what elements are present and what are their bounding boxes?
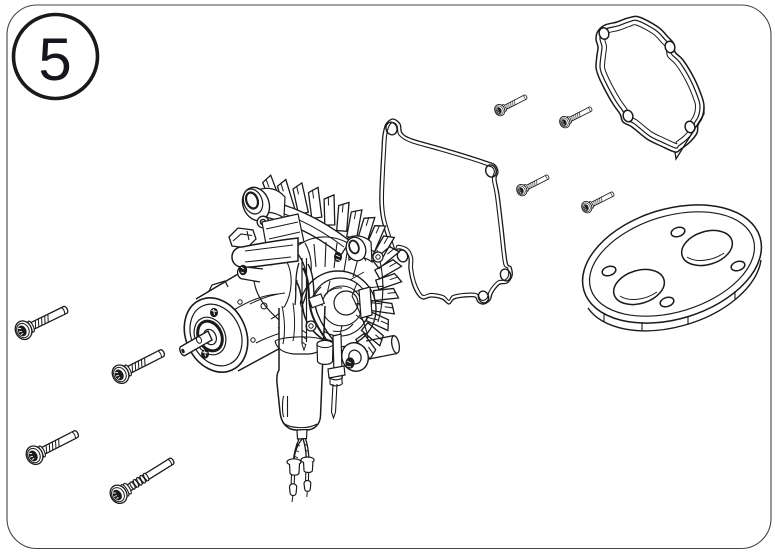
svg-text:5: 5 (38, 26, 71, 93)
